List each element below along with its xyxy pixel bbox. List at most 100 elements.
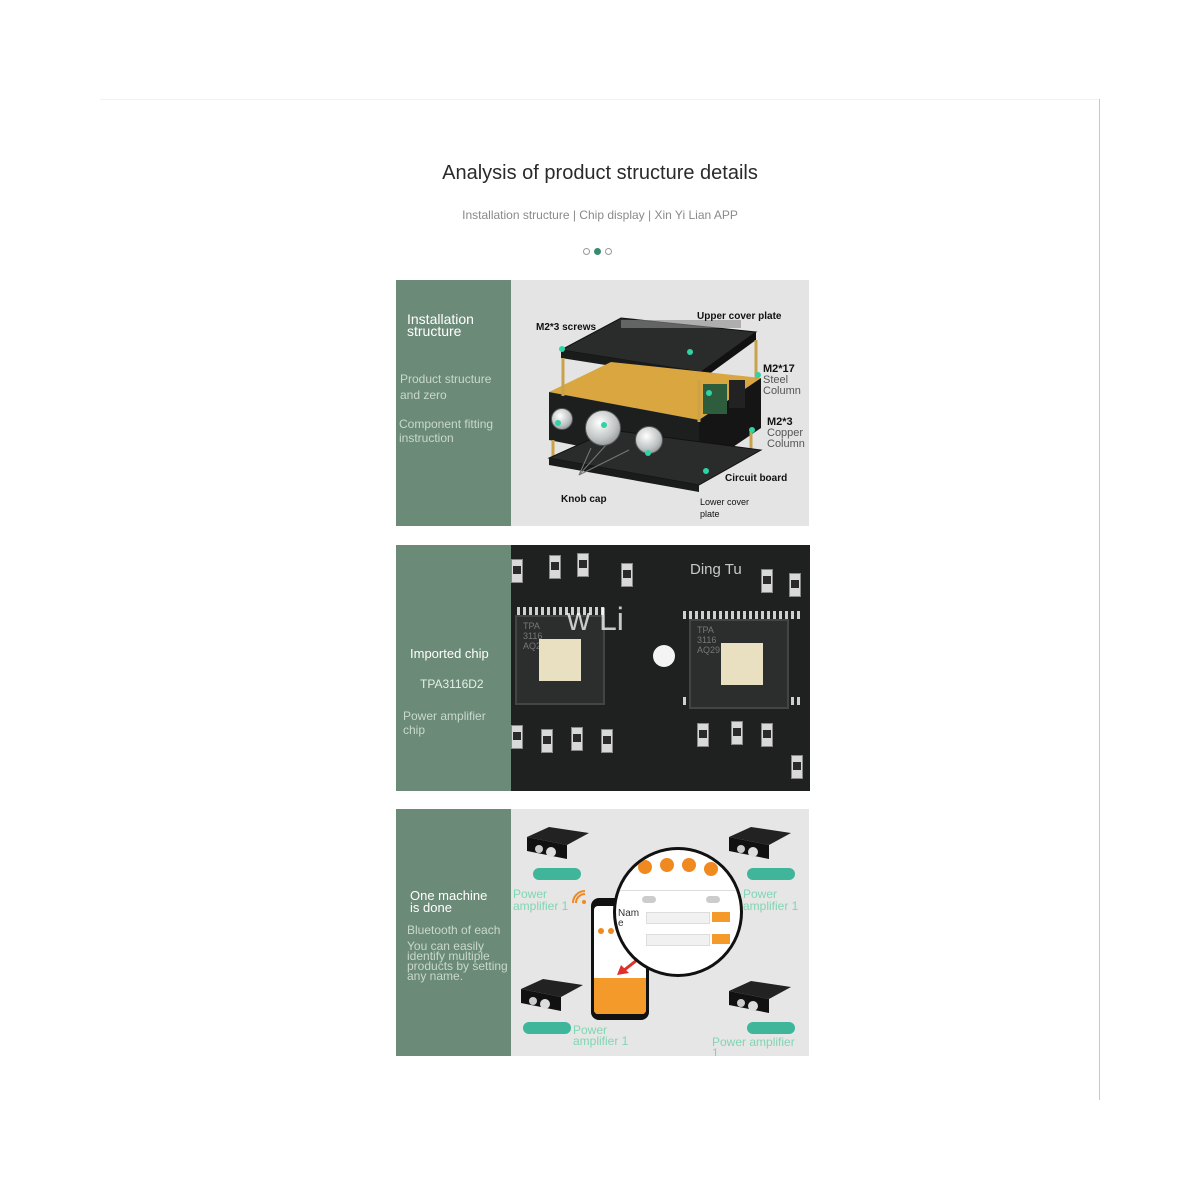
amp-status-pill [747,868,795,880]
page-title: Analysis of product structure details [442,162,758,184]
app-text-1: Bluetooth of each [407,923,501,937]
toggle-switch [642,896,656,903]
smd-component [731,721,743,745]
amplifier-unit-bottom-left [521,979,583,1011]
chip-model: TPA3116D2 [420,677,484,691]
smd-component [789,573,801,597]
label-lower-cover-2: plate [700,509,720,519]
password-input[interactable] [646,934,710,946]
label-upper-cover: Upper cover plate [697,311,782,322]
smd-component [511,725,523,749]
app-text-2b: identify multiple [407,949,490,963]
smd-component [577,553,589,577]
marker-dot [601,422,607,428]
mounting-hole [653,645,675,667]
top-divider [100,99,1099,100]
carousel-dot-2[interactable] [594,248,601,255]
smd-component [571,727,583,751]
installation-heading-2: structure [407,323,462,339]
chip-photo: TPA 3116 AQ29 TPA 3116 AQ29 Ding Tu w Li [511,545,810,791]
label-copper-code: M2*3 [767,416,793,428]
chip-marking-2: 3116 [697,635,717,645]
label-screws: M2*3 screws [536,322,597,333]
smd-component [601,729,613,753]
app-icon [638,860,652,874]
amp-label-tr-a: Power [743,887,778,901]
amp-label-tl-a: Power [513,887,548,901]
installation-text-1a: Product structure [400,372,492,386]
installation-sidebar: Installation structure Product structure… [396,280,511,526]
amp-label-bl-b: amplifier 1 [573,1034,629,1048]
label-knob-cap: Knob cap [561,494,607,505]
amp-status-pill [533,868,581,880]
smd-component [511,559,523,583]
app-icon [598,928,604,934]
label-steel-column: M2*17 Steel Column [763,364,801,397]
app-text-2a: You can easily [407,939,484,953]
label-steel-1: Steel [763,374,789,386]
app-sidebar: One machine is done Bluetooth of each Yo… [396,809,511,1056]
smd-component [697,723,709,747]
app-heading-1: One machine [410,888,488,903]
carousel-dot-3[interactable] [605,248,612,255]
marker-dot [555,420,561,426]
toggle-switch [706,896,720,903]
smd-component [549,555,561,579]
carousel-dot-1[interactable] [583,248,590,255]
installation-panel: Installation structure Product structure… [396,280,809,526]
tpa3116-chip-left: TPA 3116 AQ29 [515,615,605,705]
marker-dot [645,450,651,456]
amplifier-board-exploded-view [547,317,763,492]
amp-status-pill [523,1022,571,1034]
watermark-ding-tu: Ding Tu [690,561,742,578]
app-illustration: Power amplifier 1 Power amplifier 1 Powe… [511,809,809,1056]
set-button[interactable] [712,912,730,922]
app-heading-2: is done [410,900,452,915]
amp-label-br-a: Power amplifier [712,1035,795,1049]
marker-dot [749,427,755,433]
smd-component [761,569,773,593]
amplifier-unit-top-left [527,827,589,859]
amp-label-tr-b: amplifier 1 [743,899,799,913]
thermal-pad [539,639,581,681]
label-copper-2: Column [767,438,805,450]
chip-marking-3: AQ29 [697,645,721,655]
app-text-2d: any name. [407,969,464,983]
wireless-signal-icon [572,890,586,904]
chip-marking-1: TPA [697,625,714,635]
name-label-2: e [618,918,624,929]
chip-pins-top-left [517,607,607,615]
knob-small-left [551,408,573,430]
label-copper-1: Copper [767,427,804,439]
set-button[interactable] [712,934,730,944]
label-copper-column: M2*3 Copper Column [767,417,805,450]
thermal-pad [721,643,763,685]
amp-label-br-b: 1 [712,1046,719,1056]
smd-component [541,729,553,753]
amp-status-pill [747,1022,795,1034]
divider [616,890,740,891]
chip-marking: TPA 3116 AQ29 [523,621,546,651]
chip-heading: Imported chip [410,646,489,661]
installation-heading-1: Installation [407,311,474,327]
magnified-app-view: Nam e [613,847,743,977]
chip-marking-3: AQ29 [523,641,547,651]
installation-text-2a: Component fitting [399,417,494,431]
name-input[interactable] [646,912,710,924]
app-icon [608,928,614,934]
app-panel: One machine is done Bluetooth of each Yo… [396,809,809,1056]
smd-component [791,755,803,779]
watermark-w-li: w Li [567,601,624,637]
app-icon [682,858,696,872]
installation-diagram: M2*3 screws Upper cover plate M2*17 Stee… [511,280,809,526]
installation-text-1b: and zero [400,388,447,402]
amplifier-unit-top-right [729,827,791,859]
smd-component [621,563,633,587]
app-icon [704,862,718,876]
label-lower-cover-1: Lower cover [700,497,750,507]
amp-label-tl-b: amplifier 1 [513,899,569,913]
chip-sidebar: Imported chip TPA3116D2 Power amplifier … [396,545,511,791]
tpa3116-chip-right: TPA 3116 AQ29 [689,619,789,709]
chip-marking-2: 3116 [523,631,543,641]
chip-marking-1: TPA [523,621,540,631]
